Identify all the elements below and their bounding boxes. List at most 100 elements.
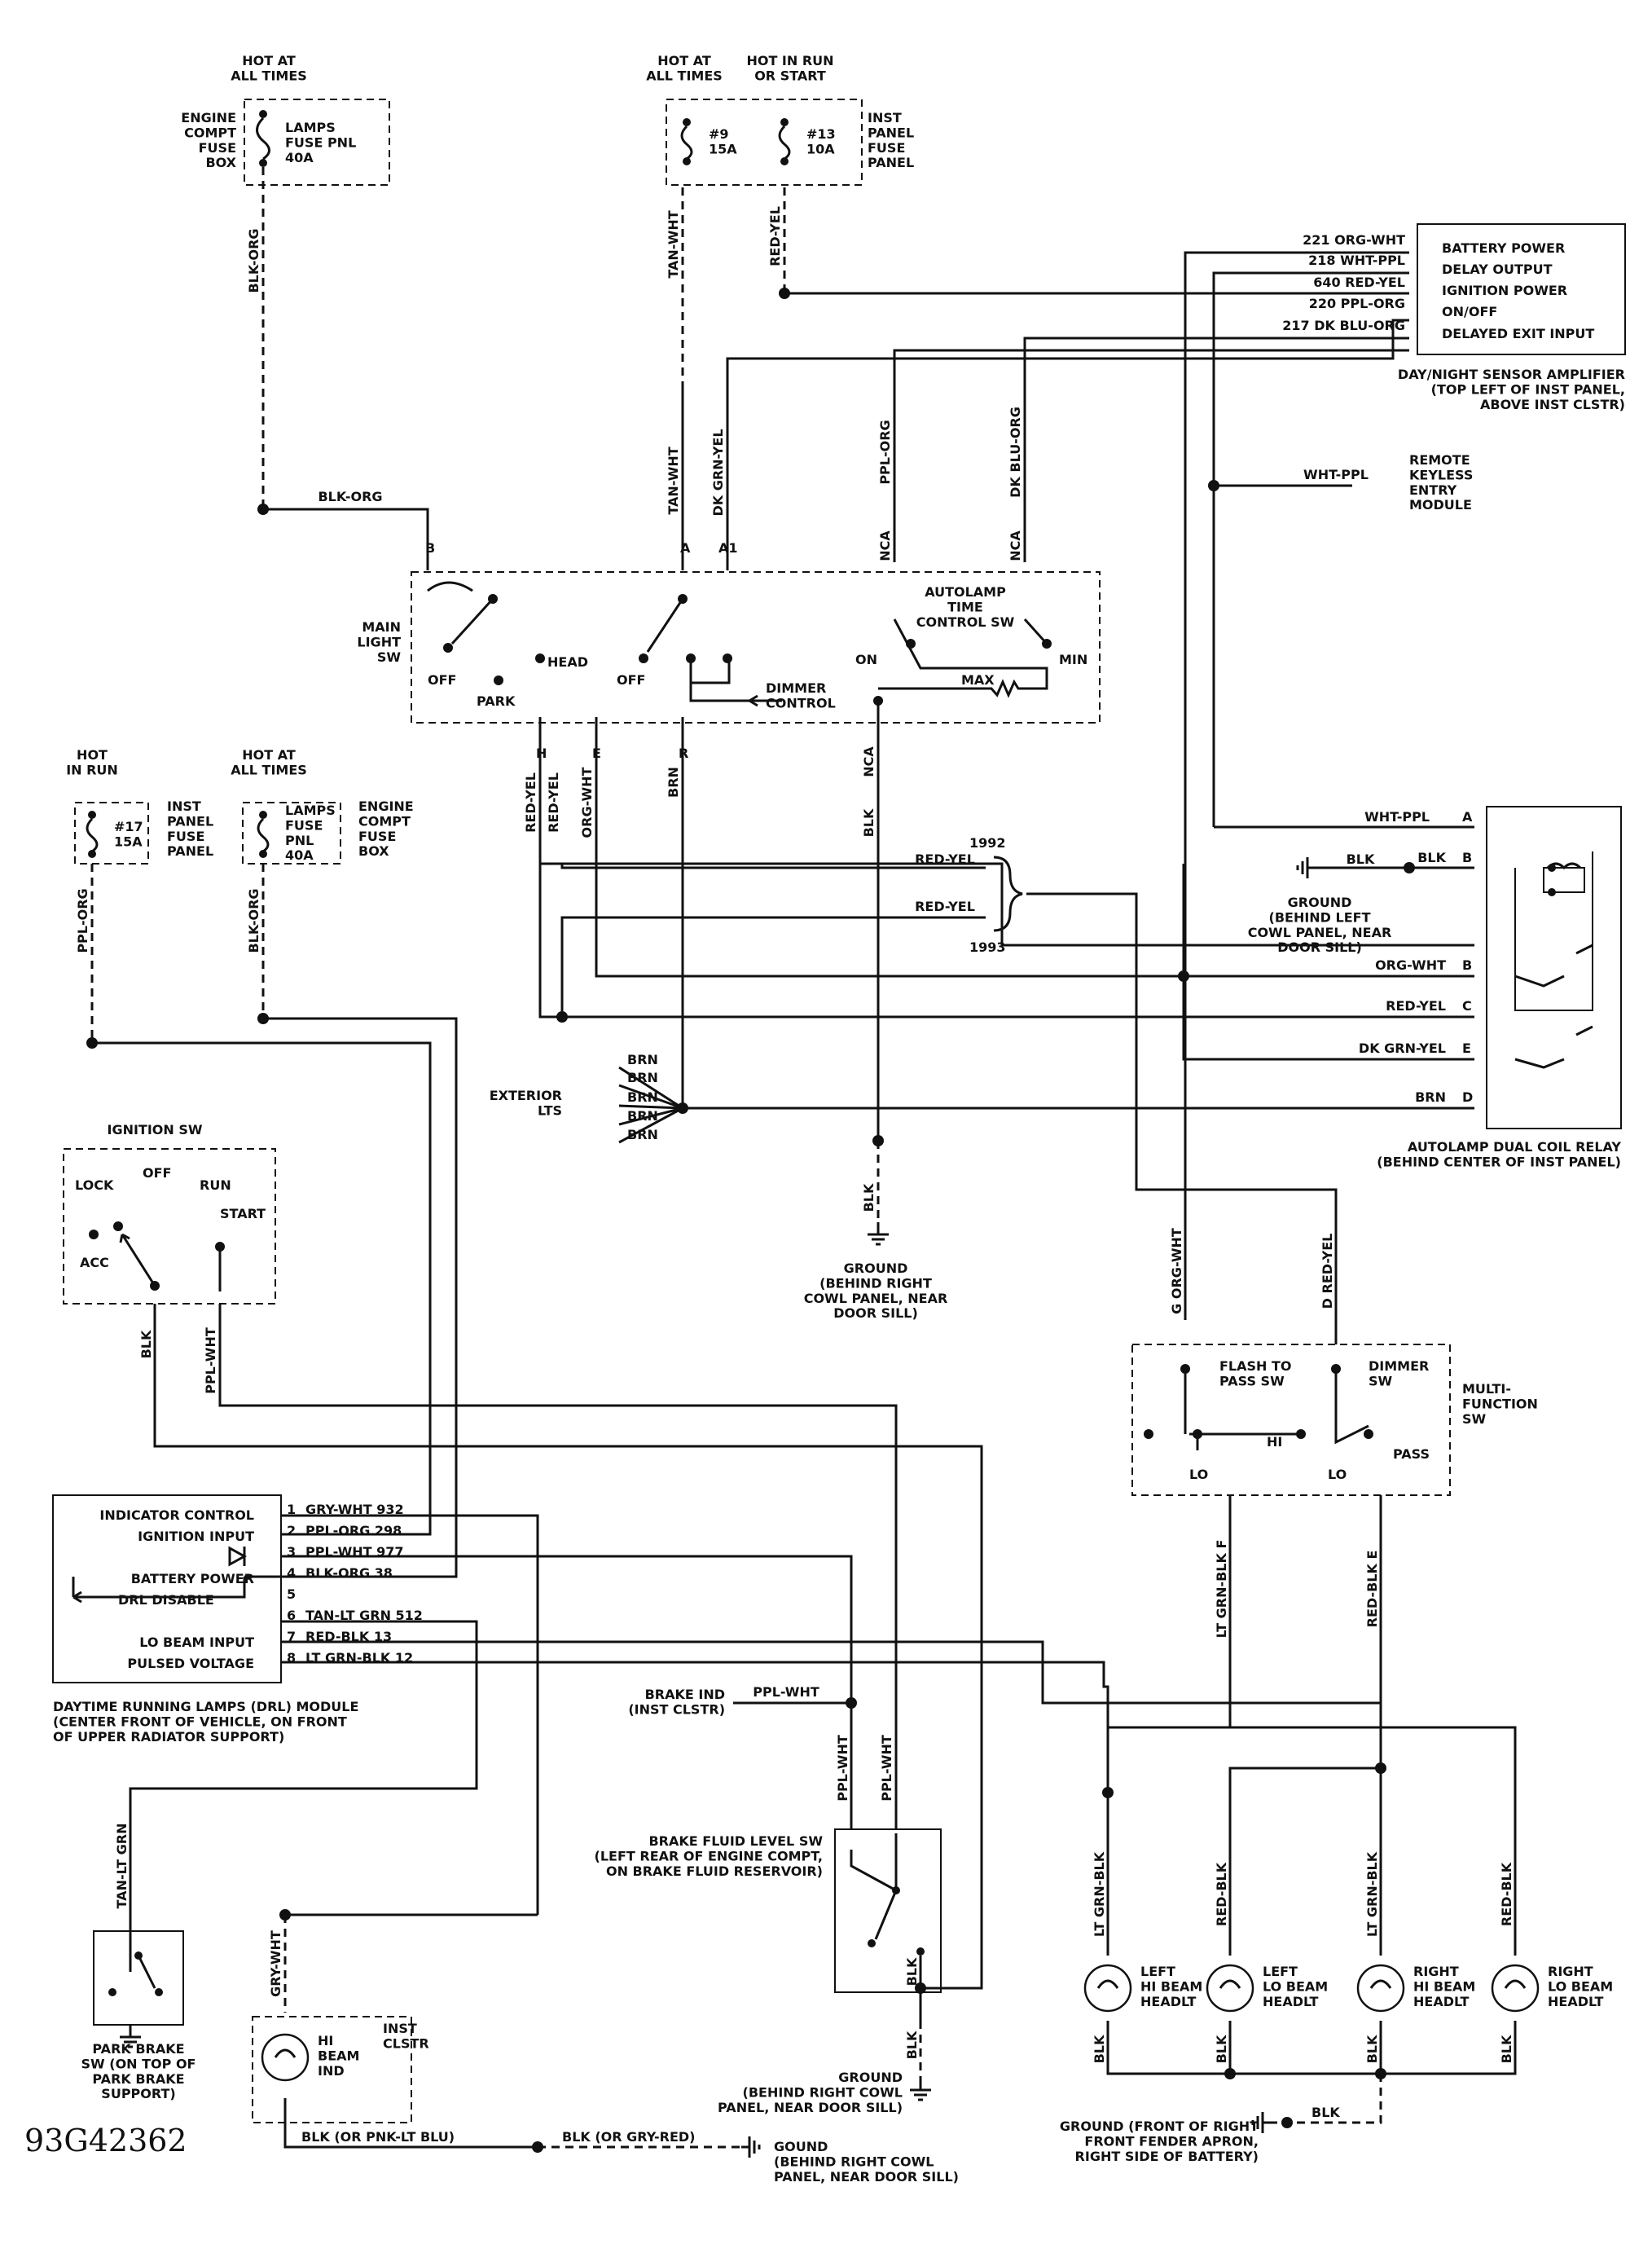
wire-label: RED-YEL [523,772,538,833]
engine-fuse-box-2 [242,802,341,865]
drl-pin-label: IGNITION INPUT [138,1529,254,1544]
wire-label: BLK [1311,2105,1340,2120]
sensor-pin-function: IGNITION POWER [1442,283,1567,298]
wire-label: BLK [861,808,877,837]
wire-label: NCA [1008,530,1023,561]
wire-label: BLK [1347,851,1375,867]
wire-label: G ORG-WHT [1169,1228,1184,1314]
drl-pin-row: PULSED VOLTAGE 8 LT GRN-BLK 12 [127,1650,413,1671]
wire-label: PPL-WHT [203,1327,218,1394]
wire-label: BLK-ORG [246,888,261,953]
park-label: PARK [477,693,516,709]
wire-label: BLK-ORG [246,228,261,293]
inst-cluster-box [252,2016,412,2123]
wire-label: BLK [1092,2035,1107,2063]
wire-pin-label: A1 [718,540,738,556]
exterior-light-wires: BRN BRN BRN BRN BRN [627,1052,658,1142]
year-1992-label: 1992 [969,835,1006,851]
wire-label: PPL-ORG [75,888,90,953]
wire-label: RED-YEL [546,772,561,833]
relay-pin-wire: WHT-PPL [1364,809,1430,825]
max-label: MAX [961,672,995,688]
wire-label: BLK [1364,2035,1380,2063]
start-label: START [220,1206,266,1221]
sensor-pin-row: 218 WHT-PPL DELAY OUTPUT [1308,253,1553,277]
sensor-pin-rows: 221 ORG-WHT BATTERY POWER 218 WHT-PPL DE… [1282,232,1594,341]
fuse-17-box [74,802,149,865]
right-hi-beam-bulb-icon [1356,1964,1405,2013]
day-night-sensor-amplifier [1417,223,1626,355]
brake-ind-label: BRAKE IND(INST CLSTR) [628,1687,725,1717]
sensor-pin-wire: 217 DK BLU-ORG [1282,318,1405,333]
ground-symbol-icon [910,2082,931,2101]
drl-pin-num: 4 [287,1565,296,1581]
wire-pin-label: H [536,746,547,761]
wire-labels: BLK-ORG BLK-ORG TAN-WHT TAN-WHT RED-YEL … [75,206,1514,2145]
relay-pin-row: ORG-WHT B [1375,957,1472,973]
wire-label: BLK [1499,2035,1514,2063]
relay-pin-row: RED-YEL C [1386,998,1472,1014]
sensor-pin-wire: 221 ORG-WHT [1303,232,1405,248]
wire-label: RED-BLK E [1364,1551,1380,1628]
relay-pin-letter: B [1462,850,1472,865]
on-label: ON [855,652,877,667]
drl-pin-wire: BLK-ORG 38 [305,1565,393,1581]
wire-label: BLK [138,1330,154,1358]
wire-label: GRY-WHT [268,1930,283,1997]
brake-fluid-switch-box [834,1828,942,1993]
wire-pin-label: A [680,540,691,556]
wire-label: D RED-YEL [1320,1234,1335,1309]
wire-label: NCA [877,530,893,561]
wire-label: BRN [666,767,681,798]
wire-pin-label: R [679,746,688,761]
left-lo-beam-bulb-icon [1206,1964,1254,2013]
drl-pin-wire: TAN-LT GRN 512 [305,1608,423,1623]
fuse-icon [257,811,270,858]
wire-pin-label: B [425,540,435,556]
sensor-pin-wire: 220 PPL-ORG [1309,296,1405,311]
lock-label: LOCK [75,1177,114,1193]
fuse-icon [86,811,99,858]
lo2-label: LO [1328,1467,1347,1482]
exterior-wire-label: BRN [627,1052,658,1067]
wire-label: ORG-WHT [579,767,595,838]
wire-pin-label: E [592,746,601,761]
relay-pin-letter: B [1462,957,1472,973]
inst-fuse-panel-1 [666,99,863,186]
relay-pin-rows: WHT-PPL A BLK B ORG-WHT B RED-YEL C DK G… [1359,809,1473,1105]
engine-fuse-box-1 [244,99,390,186]
drl-pin-num: 7 [287,1629,296,1644]
off1-label: OFF [428,672,456,688]
off3-label: OFF [143,1165,171,1181]
exterior-wire-label: BRN [627,1089,658,1105]
drl-pin-label: LO BEAM INPUT [139,1635,254,1650]
drl-pin-row: IGNITION INPUT 2 PPL-ORG 298 [138,1523,402,1544]
diode-icon [228,1546,248,1567]
autolamp-relay-label: AUTOLAMP DUAL COIL RELAY(BEHIND CENTER O… [1377,1139,1621,1169]
ground-symbol-icon [1251,2112,1271,2133]
drl-pin-num: 8 [287,1650,296,1665]
run-label: RUN [200,1177,231,1193]
drl-pin-num: 5 [287,1586,296,1602]
right-lo-beam-bulb-icon [1491,1964,1540,2013]
wire-label: LT GRN-BLK [1364,1851,1380,1937]
drl-pin-row: DRL DISABLE 5 [118,1586,296,1608]
drl-pin-num: 1 [287,1502,296,1517]
